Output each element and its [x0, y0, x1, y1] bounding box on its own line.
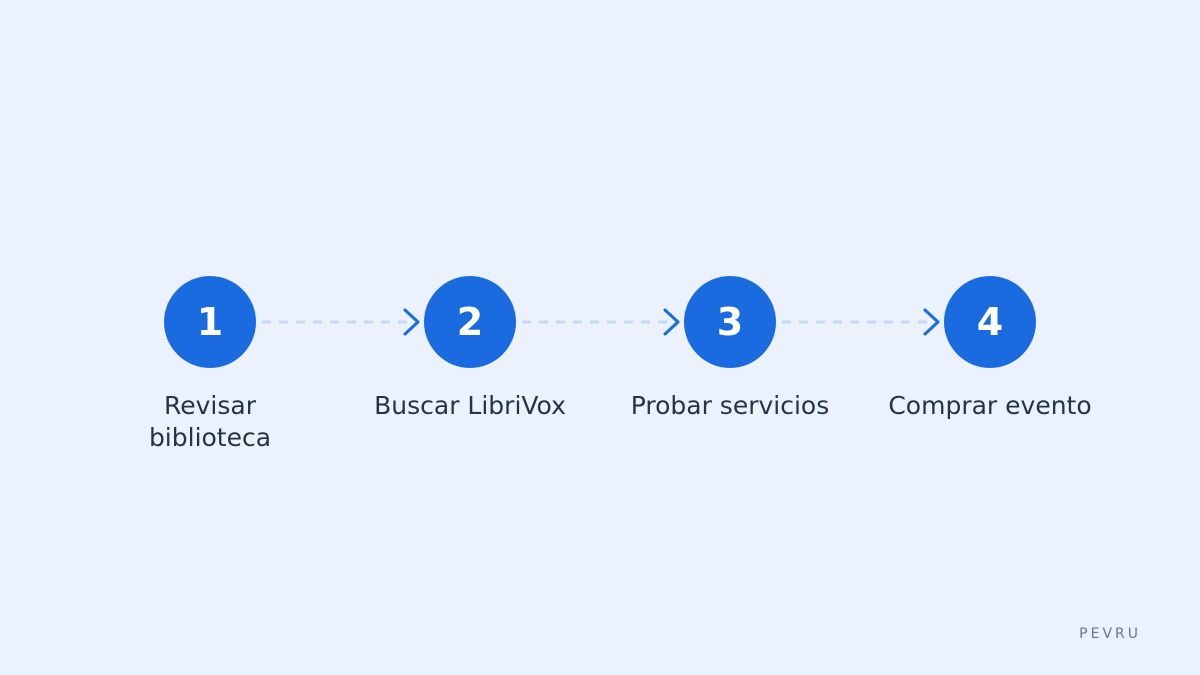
step-number-badge: 4	[944, 276, 1036, 368]
step-number-badge: 3	[684, 276, 776, 368]
step-number-badge: 2	[424, 276, 516, 368]
connector-3-4	[782, 308, 940, 336]
step-1: 1 Revisar biblioteca	[90, 276, 330, 454]
arrow-right-icon	[923, 308, 940, 336]
arrow-right-icon	[403, 308, 420, 336]
arrow-right-icon	[663, 308, 680, 336]
step-label: Probar servicios	[630, 391, 830, 420]
brand-wordmark: PEVRU	[1079, 626, 1141, 642]
step-label: Comprar evento	[888, 391, 1092, 420]
step-4: 4 Comprar evento	[870, 276, 1110, 422]
step-label: Buscar LibriVox	[374, 391, 566, 420]
step-label: Revisar biblioteca	[148, 391, 272, 452]
step-number-badge: 1	[164, 276, 256, 368]
connector-1-2	[262, 308, 420, 336]
step-2: 2 Buscar LibriVox	[350, 276, 590, 422]
step-3: 3 Probar servicios	[610, 276, 850, 422]
connector-2-3	[522, 308, 680, 336]
